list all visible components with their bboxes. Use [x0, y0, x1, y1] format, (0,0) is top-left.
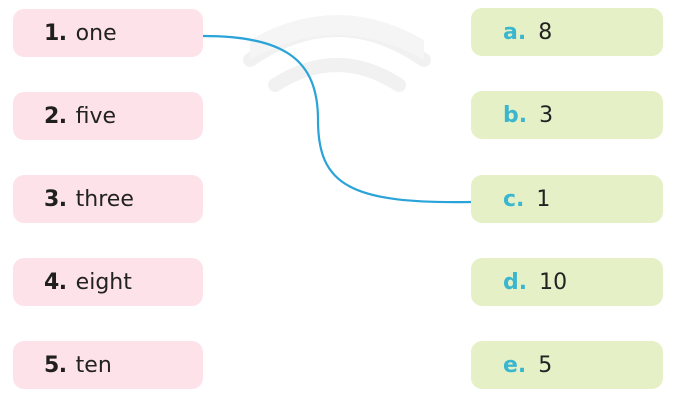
item-value: 3	[539, 102, 554, 128]
item-letter: e.	[503, 352, 527, 378]
item-value: 10	[539, 269, 568, 295]
item-number: 5.	[44, 352, 67, 378]
left-item-3[interactable]: 3. three	[13, 175, 203, 223]
item-number: 4.	[44, 269, 67, 295]
right-item-d[interactable]: d. 10	[471, 258, 663, 306]
item-word: five	[75, 103, 117, 129]
item-letter: c.	[503, 186, 525, 212]
right-item-a[interactable]: a. 8	[471, 8, 663, 56]
left-item-4[interactable]: 4. eight	[13, 258, 203, 306]
item-word: ten	[75, 352, 112, 378]
item-number: 1.	[44, 20, 67, 46]
item-letter: a.	[503, 19, 527, 45]
right-item-e[interactable]: e. 5	[471, 341, 663, 389]
item-value: 5	[538, 352, 553, 378]
left-item-2[interactable]: 2. five	[13, 92, 203, 140]
right-item-c[interactable]: c. 1	[471, 175, 663, 223]
right-item-b[interactable]: b. 3	[471, 91, 663, 139]
item-value: 8	[538, 19, 553, 45]
item-number: 2.	[44, 103, 67, 129]
item-word: eight	[75, 269, 132, 295]
item-letter: b.	[503, 102, 528, 128]
left-item-1[interactable]: 1. one	[13, 9, 203, 57]
item-word: one	[75, 20, 117, 46]
item-word: three	[75, 186, 134, 212]
left-item-5[interactable]: 5. ten	[13, 341, 203, 389]
item-value: 1	[536, 186, 551, 212]
item-number: 3.	[44, 186, 67, 212]
item-letter: d.	[503, 269, 528, 295]
